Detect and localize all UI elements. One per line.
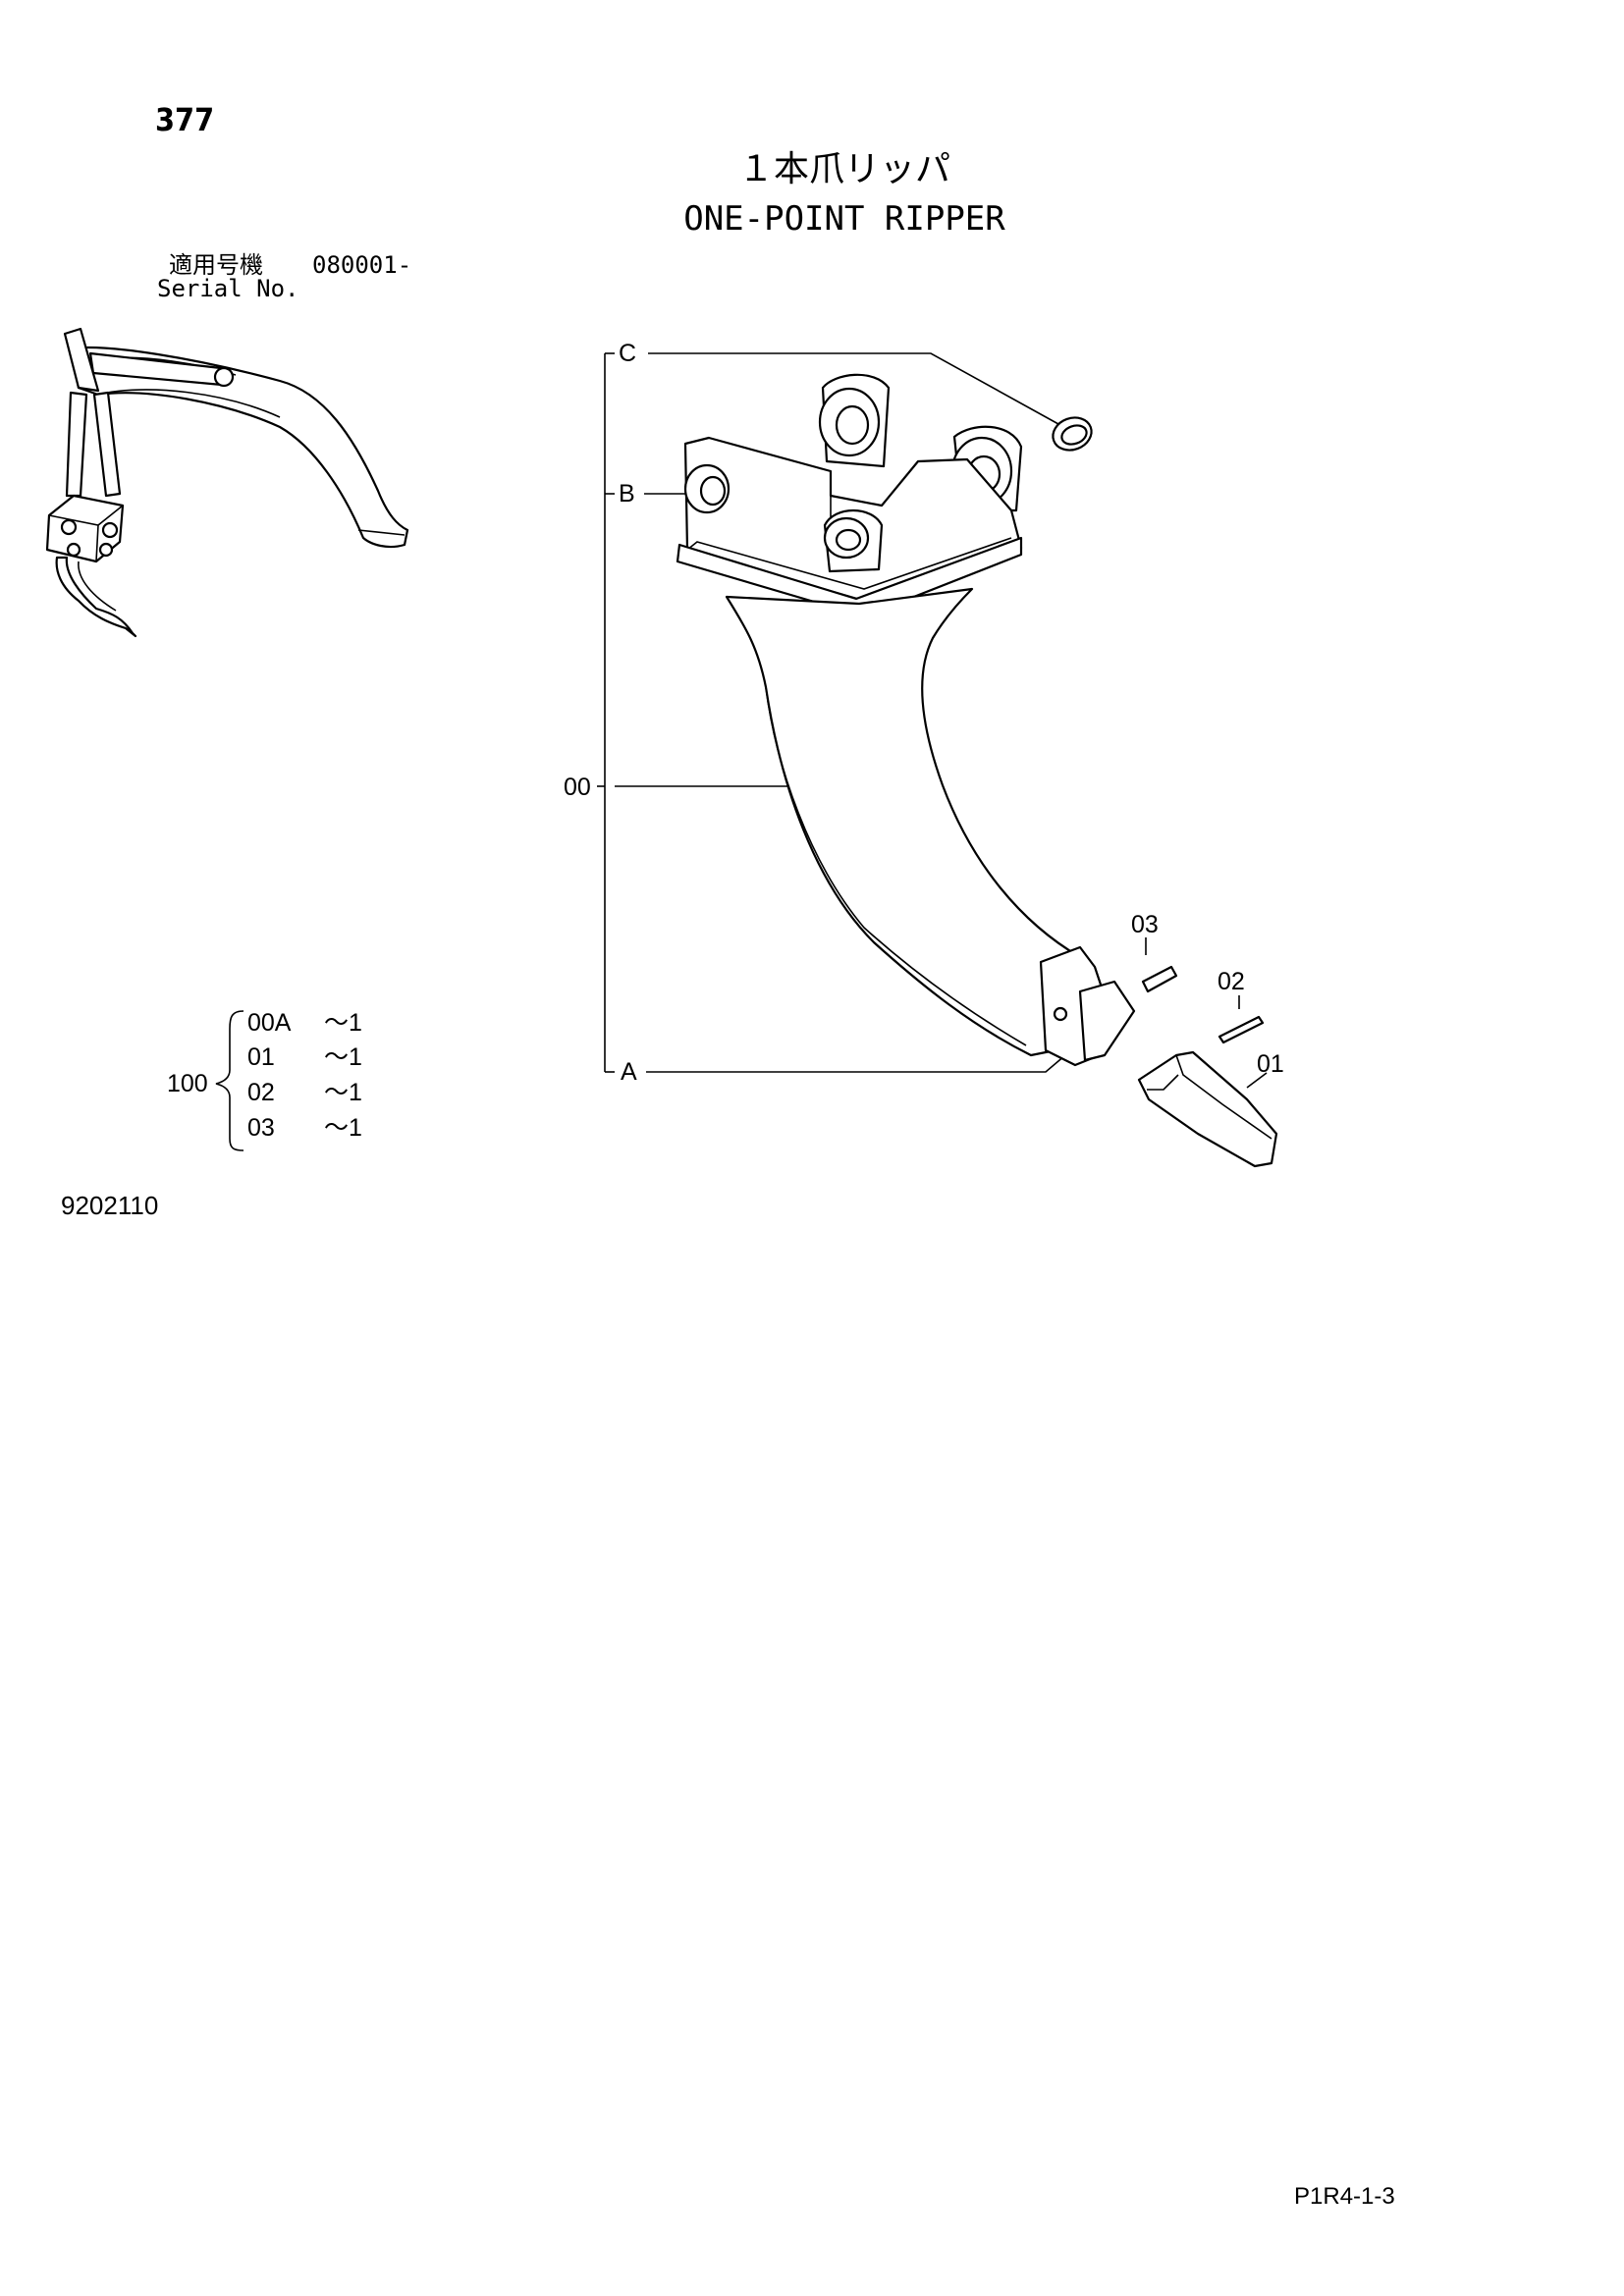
page-code: P1R4-1-3	[1294, 2183, 1395, 2210]
assembly-item-qty: ～1	[324, 1009, 362, 1037]
assembly-quantity-table: 100 00A ～1 01 ～1 02 ～1 03 ～1	[167, 1009, 362, 1151]
callout-part-03: 03	[1131, 911, 1159, 938]
assembly-item-part: 03	[247, 1114, 275, 1142]
serial-label-japanese: 適用号機	[169, 251, 263, 279]
callout-part-01: 01	[1257, 1050, 1284, 1078]
callout-part-02: 02	[1218, 968, 1245, 995]
retaining-ring-part	[1052, 416, 1093, 452]
tooth-point-part-01	[1137, 1050, 1278, 1168]
assembly-item-part: 00A	[247, 1009, 292, 1037]
excavator-arm-locator-drawing	[45, 327, 409, 638]
title-english: ONE-POINT RIPPER	[683, 199, 1005, 239]
pin-part-03	[1141, 937, 1178, 993]
document-number: 9202110	[61, 1191, 159, 1220]
title-japanese: １本爪リッパ	[737, 149, 950, 189]
assembly-item-part: 01	[247, 1043, 275, 1071]
assembly-item-part: 02	[247, 1079, 275, 1106]
assembly-item-qty: ～1	[324, 1043, 362, 1071]
callout-c: C	[619, 340, 636, 367]
assembly-item-qty: ～1	[324, 1114, 362, 1142]
pin-part-02	[1218, 995, 1265, 1044]
assembly-item-qty: ～1	[324, 1079, 362, 1106]
page-number: 377	[155, 101, 215, 138]
callout-b: B	[619, 480, 635, 507]
callout-main-part: 00	[564, 774, 591, 801]
ripper-shank-drawing	[676, 373, 1136, 1067]
serial-label-english: Serial No.	[157, 275, 299, 302]
assembly-code: 100	[167, 1070, 208, 1097]
callout-a: A	[621, 1058, 637, 1086]
serial-number: 080001-	[312, 251, 412, 279]
